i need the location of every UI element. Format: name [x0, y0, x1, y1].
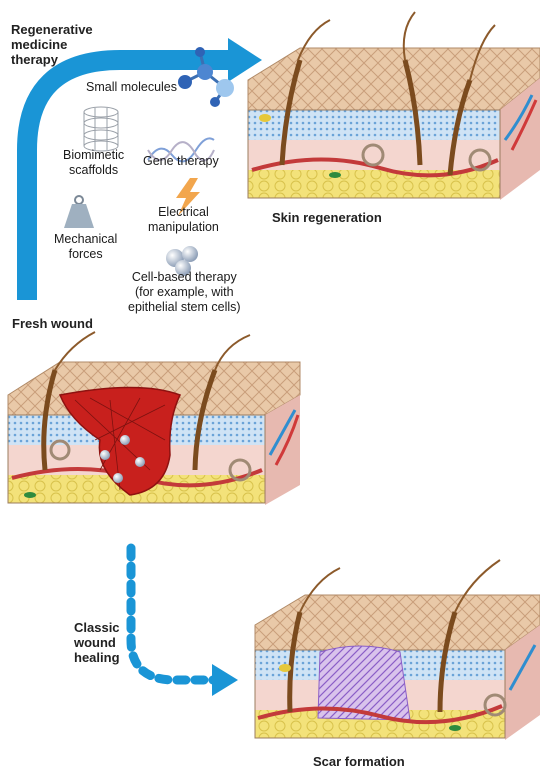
- gene-therapy-label: Gene therapy: [143, 154, 219, 169]
- scar-formation-label: Scar formation: [313, 754, 405, 769]
- electrical-manipulation-label: Electrical manipulation: [148, 205, 219, 235]
- mechanical-forces-label: Mechanical forces: [54, 232, 117, 262]
- scar-formation-block: [255, 560, 540, 740]
- scaffold-icon: [84, 107, 118, 151]
- skin-regeneration-block: [248, 12, 540, 200]
- fresh-wound-label: Fresh wound: [12, 316, 93, 331]
- fresh-wound-block: [8, 332, 300, 505]
- classic-arrow: [131, 548, 238, 696]
- small-molecules-label: Small molecules: [86, 80, 177, 95]
- cell-based-therapy-label: Cell-based therapy (for example, with ep…: [128, 270, 241, 315]
- weight-icon: [64, 196, 94, 228]
- classic-wound-healing-label: Classic wound healing: [74, 620, 120, 665]
- skin-regeneration-label: Skin regeneration: [272, 210, 382, 225]
- biomimetic-scaffolds-label: Biomimetic scaffolds: [63, 148, 124, 178]
- regenerative-therapy-label: Regenerative medicine therapy: [11, 22, 93, 67]
